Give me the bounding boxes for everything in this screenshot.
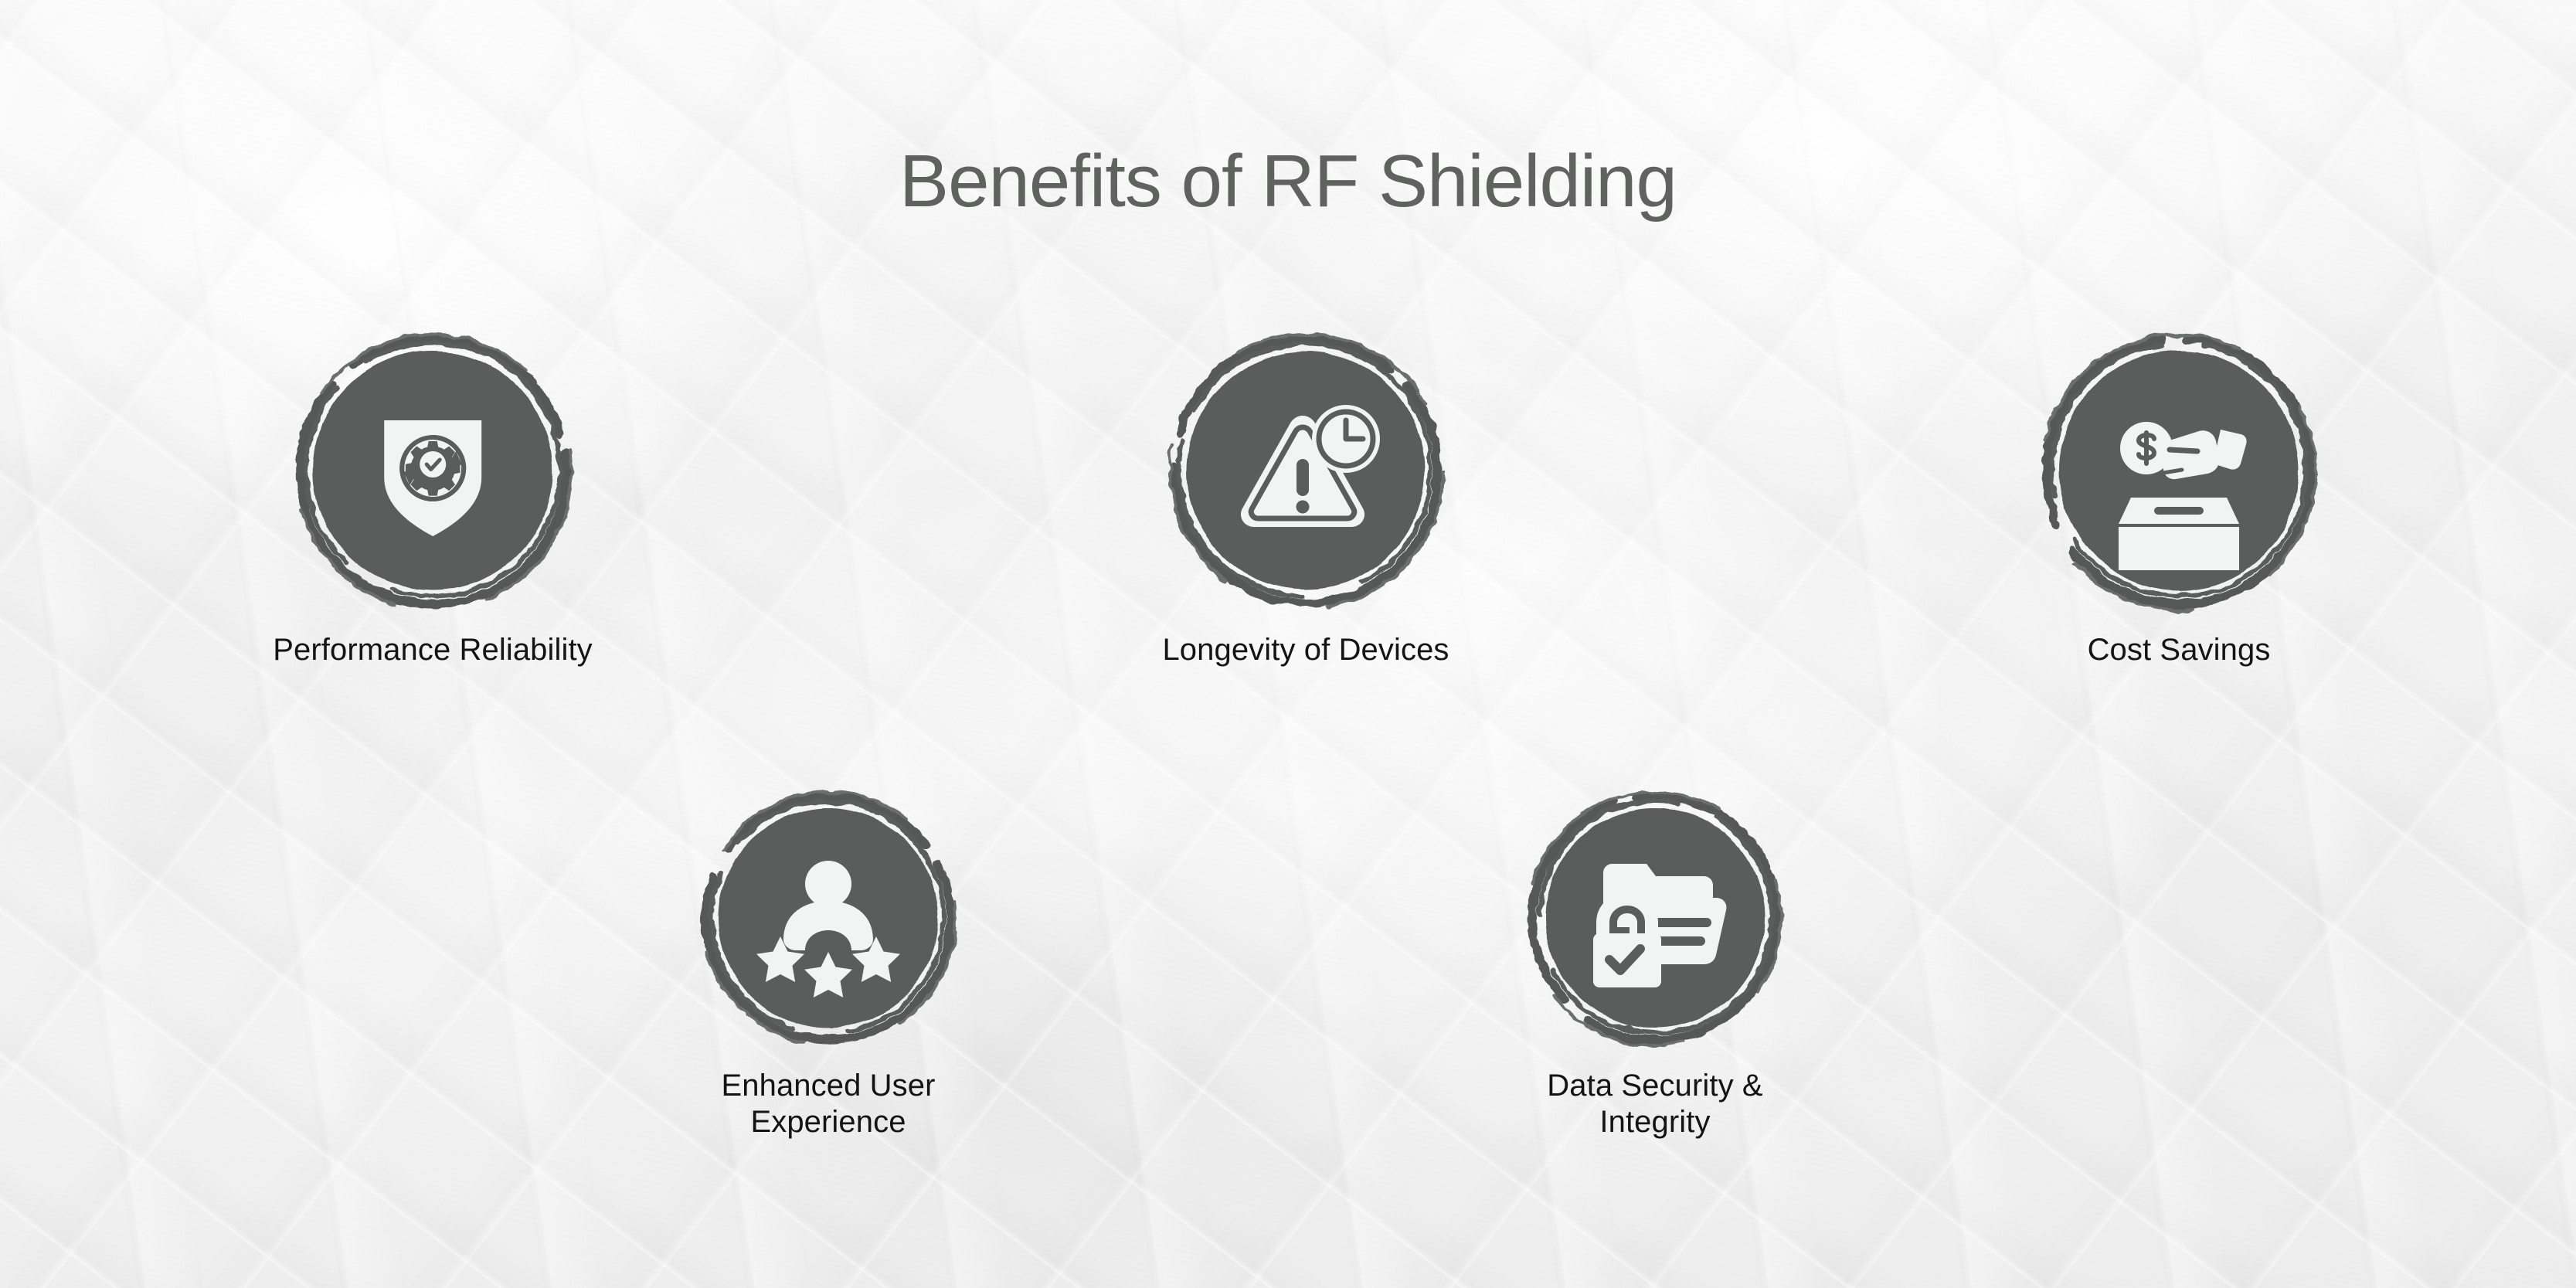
user-three-stars-icon [756, 861, 900, 997]
benefit-item-cost-savings[interactable]: Cost Savings [2032, 323, 2326, 668]
benefit-label: Enhanced User Experience [721, 1069, 936, 1140]
page-title: Benefits of RF Shielding [899, 140, 1677, 223]
badge-cost-savings[interactable] [2032, 323, 2326, 617]
brush-ring-decoration [294, 333, 573, 611]
benefit-label: Cost Savings [2087, 633, 2271, 667]
brush-ring-decoration [2039, 333, 2317, 611]
badge-longevity-of-devices[interactable] [1159, 323, 1453, 617]
hand-coin-savings-box-icon [2119, 422, 2247, 570]
benefit-item-data-security-integrity[interactable]: Data Security & Integrity [1520, 782, 1790, 1140]
badge-performance-reliability[interactable] [286, 323, 579, 617]
warning-triangle-clock-icon [1240, 405, 1380, 527]
benefit-label: Data Security & Integrity [1547, 1069, 1763, 1140]
shield-gear-check-refresh-icon [383, 420, 481, 536]
benefit-item-enhanced-user-experience[interactable]: Enhanced User Experience [693, 782, 963, 1140]
benefit-item-performance-reliability[interactable]: Performance Reliability [273, 323, 593, 668]
brush-ring-decoration [701, 790, 957, 1047]
benefit-label: Performance Reliability [273, 633, 593, 667]
badge-enhanced-user-experience[interactable] [693, 782, 963, 1052]
brush-ring-decoration [1526, 790, 1782, 1047]
brush-ring-decoration [1168, 333, 1445, 610]
badge-data-security-integrity[interactable] [1520, 782, 1790, 1052]
benefit-item-longevity-of-devices[interactable]: Longevity of Devices [1159, 323, 1453, 668]
benefit-label: Longevity of Devices [1162, 633, 1449, 667]
folder-lock-check-icon [1593, 864, 1727, 987]
